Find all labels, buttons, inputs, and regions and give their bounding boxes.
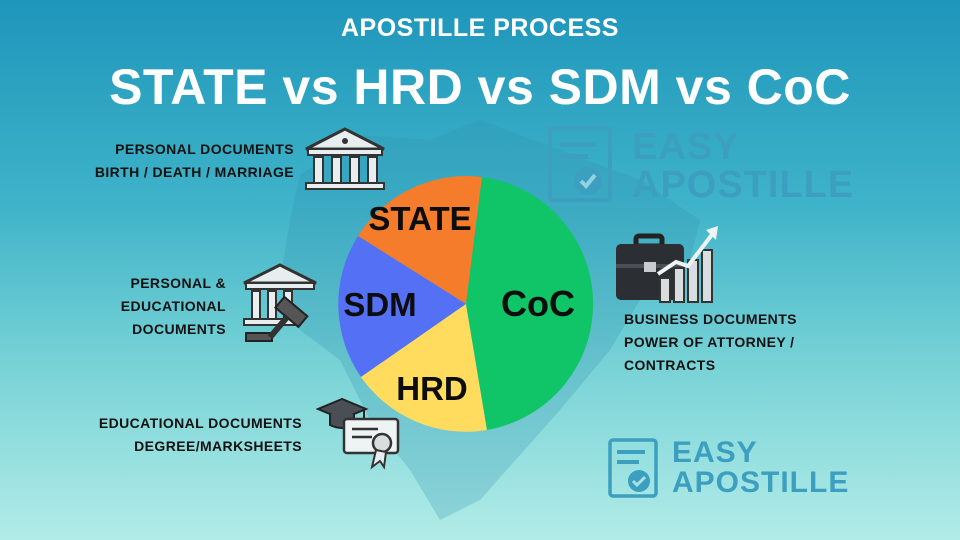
page-title: STATE vs HRD vs SDM vs CoC: [109, 59, 851, 115]
pie-label-coc: CoC: [501, 283, 575, 324]
pie-slice-hrd: [361, 304, 487, 432]
watermark-bottom-text: EASY APOSTILLE: [672, 438, 849, 498]
authority-pie-diagram: STATE SDM HRD CoC: [338, 176, 594, 432]
sdm-line-2: EDUCATIONAL: [120, 298, 226, 314]
hrd-line-1: EDUCATIONAL DOCUMENTS: [98, 415, 302, 431]
state-line-2: BIRTH / DEATH / MARRIAGE: [94, 164, 294, 180]
watermark-top-text: EASY APOSTILLE: [632, 128, 854, 204]
state-annotation: PERSONAL DOCUMENTS BIRTH / DEATH / MARRI…: [40, 138, 294, 184]
pie-slice-coc: [466, 177, 594, 430]
watermark-bottom: [608, 438, 658, 503]
sdm-line-1: PERSONAL &: [130, 275, 226, 291]
watermark-line1: EASY: [672, 436, 758, 469]
coc-annotation: BUSINESS DOCUMENTS POWER OF ATTORNEY / C…: [624, 308, 864, 377]
coc-line-1: BUSINESS DOCUMENTS: [624, 311, 797, 327]
pie-label-sdm: SDM: [343, 286, 416, 323]
coc-line-2: POWER OF ATTORNEY /: [624, 334, 795, 350]
state-line-1: PERSONAL DOCUMENTS: [115, 141, 294, 157]
certificate-check-icon: [608, 438, 658, 498]
pie-label-hrd: HRD: [396, 370, 468, 407]
watermark-line2: APOSTILLE: [672, 466, 850, 499]
subtitle: APOSTILLE PROCESS: [341, 14, 619, 42]
sdm-annotation: PERSONAL & EDUCATIONAL DOCUMENTS: [60, 272, 226, 341]
graduation-certificate-icon: [316, 397, 400, 470]
sdm-line-3: DOCUMENTS: [132, 321, 226, 337]
watermark-top: [548, 126, 612, 207]
coc-line-3: CONTRACTS: [624, 357, 716, 373]
certificate-check-icon: [548, 126, 612, 202]
briefcase-growth-chart-icon: [616, 226, 718, 303]
pie-label-state: STATE: [368, 200, 471, 237]
hrd-line-2: DEGREE/MARKSHEETS: [134, 438, 302, 454]
pie-slice-sdm: [338, 236, 466, 377]
courthouse-gavel-icon: [243, 263, 317, 342]
courthouse-icon: [305, 127, 385, 190]
watermark-line1: EASY: [632, 126, 740, 168]
hrd-annotation: EDUCATIONAL DOCUMENTS DEGREE/MARKSHEETS: [20, 412, 302, 458]
watermark-line2: APOSTILLE: [632, 164, 855, 206]
pie-slice-state: [358, 176, 482, 304]
